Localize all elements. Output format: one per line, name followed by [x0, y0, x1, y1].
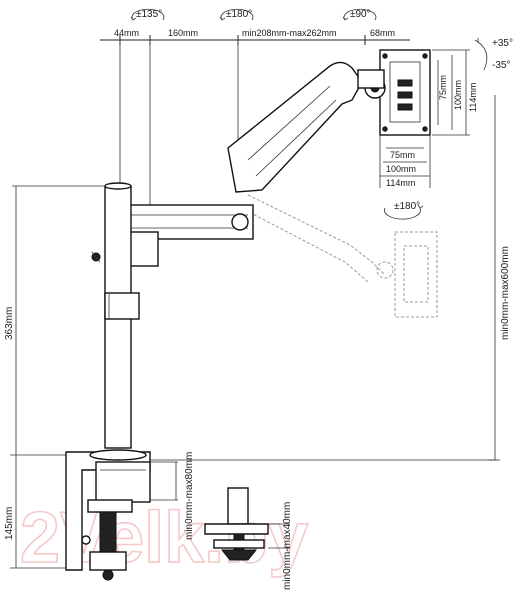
rotation-label-180-top: ±180°: [226, 9, 252, 20]
dim-68mm: 68mm: [370, 28, 395, 38]
vesa-v-114mm: 114mm: [468, 83, 478, 112]
watermark: 2Velk.by: [20, 498, 308, 578]
vesa-horizontal-dims: 75mm 100mm 114mm: [379, 135, 431, 188]
rotation-label-90: ±90°: [350, 9, 371, 20]
dim-44mm: 44mm: [114, 28, 139, 38]
vesa-plate: [379, 49, 431, 136]
rotation-icon-180-top: ±180°: [219, 8, 254, 21]
vesa-vertical-dims: 75mm 100mm 114mm: [432, 49, 478, 136]
tilt-indicator: +35° -35°: [474, 38, 513, 71]
dim-160mm: 160mm: [168, 28, 198, 38]
upper-gas-arm: [227, 61, 386, 193]
dim-208-262mm: min208mm-max262mm: [242, 28, 337, 38]
rotation-icon-90: ±90°: [342, 8, 377, 21]
rotation-icon-180-plate: ±180°: [384, 201, 424, 220]
pole: [104, 182, 140, 449]
vesa-h-114mm: 114mm: [386, 178, 415, 188]
dim-363mm: 363mm: [4, 307, 15, 340]
tilt-down-label: -35°: [492, 60, 510, 71]
rotation-icon-135: ±135°: [130, 8, 165, 21]
vesa-h-100mm: 100mm: [386, 164, 416, 174]
rotation-label-135: ±135°: [136, 9, 162, 20]
vesa-h-75mm: 75mm: [390, 150, 415, 160]
vesa-v-75mm: 75mm: [438, 75, 448, 100]
dim-grommet-range: min0mm-max40mm: [282, 502, 293, 590]
arm-lowered-ghost: [244, 194, 438, 318]
height-range-dimension: min0mm-max600mm: [488, 95, 511, 461]
dim-145mm: 145mm: [4, 507, 15, 540]
desk-clamp: [65, 449, 151, 581]
dim-height-range: min0mm-max600mm: [500, 246, 511, 340]
left-dimension-lines: 363mm 145mm: [4, 185, 105, 569]
dim-clamp-range: min0mm-max80mm: [184, 452, 195, 540]
top-dimension-line: 44mm 160mm min208mm-max262mm 68mm: [100, 28, 410, 45]
tilt-up-label: +35°: [492, 38, 513, 49]
rotation-label-180-plate: ±180°: [394, 201, 420, 212]
grommet-mount: [204, 487, 269, 561]
vesa-v-100mm: 100mm: [453, 80, 463, 110]
